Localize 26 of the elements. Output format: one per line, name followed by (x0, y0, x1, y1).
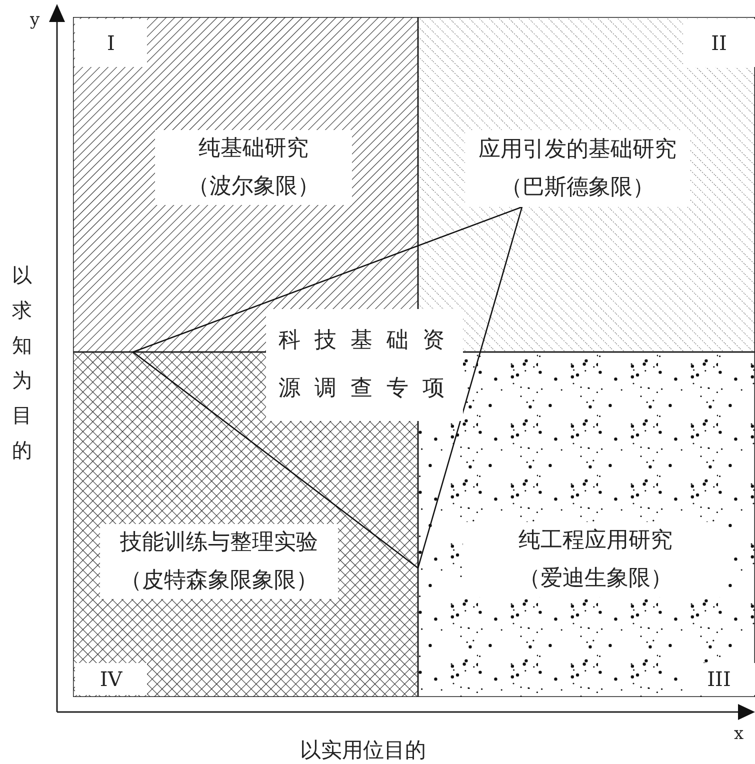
connector-line (132, 351, 418, 569)
quadrant-number: I (75, 19, 147, 67)
quadrant-subtitle: （波尔象限） (188, 172, 320, 200)
quadrant-title: 纯工程应用研究 (518, 526, 672, 554)
connector-line (132, 206, 522, 353)
quadrant-title: 纯基础研究 (198, 134, 308, 162)
quadrant-subtitle: （爱迪生象限） (518, 564, 672, 592)
quadrant-number: II (683, 19, 755, 67)
center-box (266, 309, 463, 421)
axis-title: 以求知为目的 (12, 262, 33, 464)
label-box (155, 130, 352, 205)
connector-line (417, 206, 523, 568)
quadrant-region (418, 17, 755, 352)
quadrant-title: 应用引发的基础研究 (478, 136, 676, 164)
quadrant-region (418, 352, 755, 697)
axis-letter: x (734, 724, 744, 744)
axis-letter: y (30, 10, 40, 30)
label-box (100, 524, 338, 599)
center-text: 科技基础资源调查专项 (278, 327, 460, 403)
quadrant-region (73, 17, 418, 352)
quadrant-subtitle: （皮特森象限象限） (120, 566, 318, 594)
axis-title: 以实用位目的 (300, 737, 426, 764)
quadrant-region (73, 352, 418, 697)
quadrant-subtitle: （巴斯德象限） (500, 174, 654, 202)
quadrant-title: 技能训练与整理实验 (120, 528, 318, 556)
quadrant-number: IV (75, 663, 147, 695)
